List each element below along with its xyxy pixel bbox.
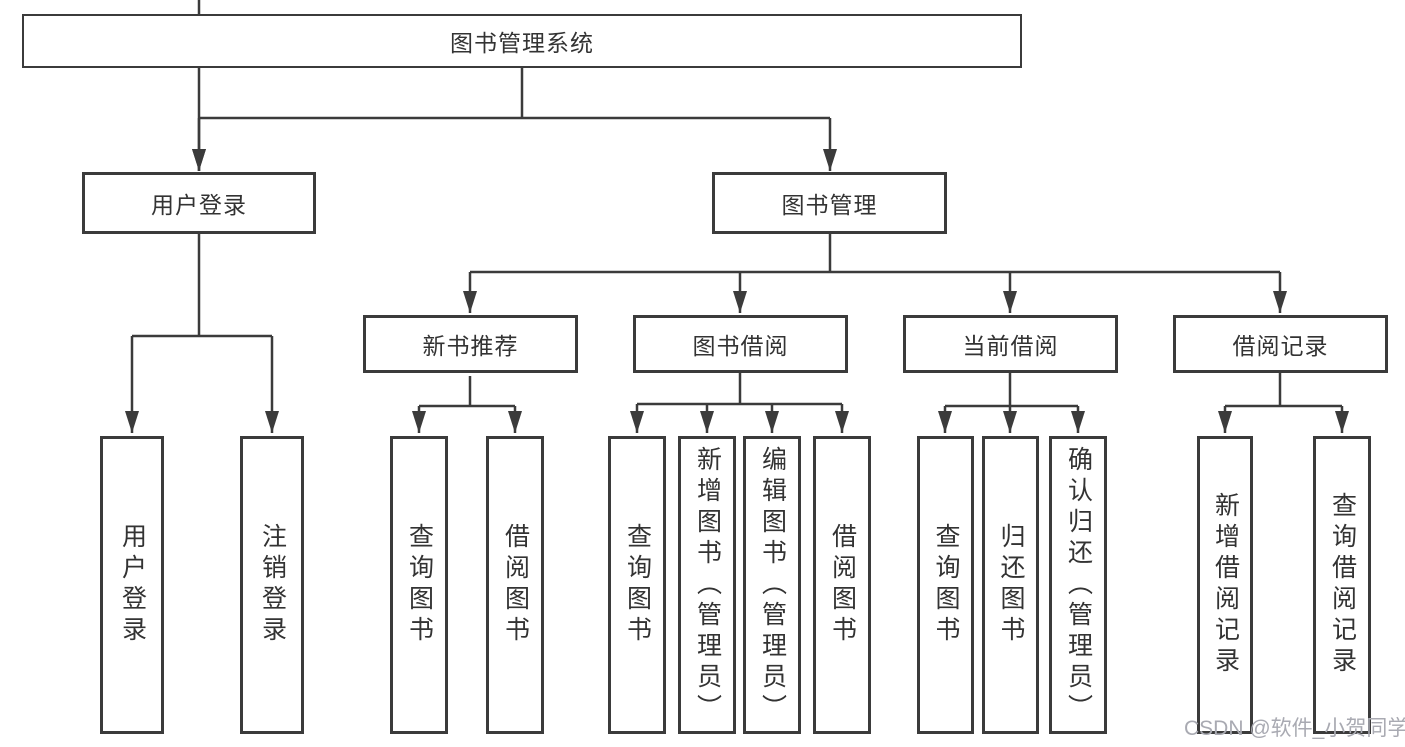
- node-current-borrowing: 当前借阅: [903, 315, 1118, 373]
- leaf-query-books-3: 查询图书: [917, 436, 974, 734]
- leaf-label: 查询图书: [623, 523, 652, 647]
- leaf-label: 查询图书: [932, 523, 960, 647]
- leaf-label: 编辑图书（管理员）: [758, 445, 787, 725]
- node-borrowing-records: 借阅记录: [1173, 315, 1388, 373]
- node-user-login-branch: 用户登录: [82, 172, 316, 234]
- leaf-label: 归还图书: [997, 523, 1025, 647]
- leaf-label: 注销登录: [258, 523, 287, 647]
- leaf-label: 借阅图书: [501, 523, 530, 647]
- node-label: 新书推荐: [422, 333, 519, 359]
- node-label: 图书管理系统: [450, 30, 594, 56]
- leaf-query-books-2: 查询图书: [608, 436, 666, 734]
- csdn-watermark: CSDN @软件_小贺同学: [1184, 717, 1405, 740]
- node-label: 用户登录: [151, 192, 247, 218]
- leaf-logout: 注销登录: [240, 436, 304, 734]
- leaf-query-borrow-record: 查询借阅记录: [1313, 436, 1371, 734]
- leaf-borrow-books-1: 借阅图书: [486, 436, 544, 734]
- leaf-add-books-admin: 新增图书（管理员）: [678, 436, 736, 734]
- leaf-query-books-1: 查询图书: [390, 436, 448, 734]
- leaf-add-borrow-record: 新增借阅记录: [1197, 436, 1253, 734]
- node-book-management: 图书管理: [712, 172, 947, 234]
- node-label: 图书借阅: [692, 333, 789, 359]
- node-book-borrowing: 图书借阅: [633, 315, 848, 373]
- leaf-label: 新增借阅记录: [1211, 492, 1240, 678]
- leaf-user-login: 用户登录: [100, 436, 164, 734]
- node-library-management-system: 图书管理系统: [22, 14, 1022, 68]
- node-label: 图书管理: [781, 192, 878, 218]
- leaf-label: 确认归还（管理员）: [1064, 445, 1093, 725]
- leaf-label: 借阅图书: [828, 523, 857, 647]
- node-label: 借阅记录: [1232, 333, 1329, 359]
- leaf-return-books: 归还图书: [982, 436, 1039, 734]
- leaf-label: 新增图书（管理员）: [693, 445, 722, 725]
- leaf-confirm-return-admin: 确认归还（管理员）: [1049, 436, 1107, 734]
- leaf-label: 用户登录: [118, 523, 147, 647]
- node-new-book-recommendation: 新书推荐: [363, 315, 578, 373]
- leaf-edit-books-admin: 编辑图书（管理员）: [743, 436, 801, 734]
- node-label: 当前借阅: [962, 333, 1059, 359]
- leaf-label: 查询借阅记录: [1328, 492, 1357, 678]
- leaf-borrow-books-2: 借阅图书: [813, 436, 871, 734]
- leaf-label: 查询图书: [405, 523, 434, 647]
